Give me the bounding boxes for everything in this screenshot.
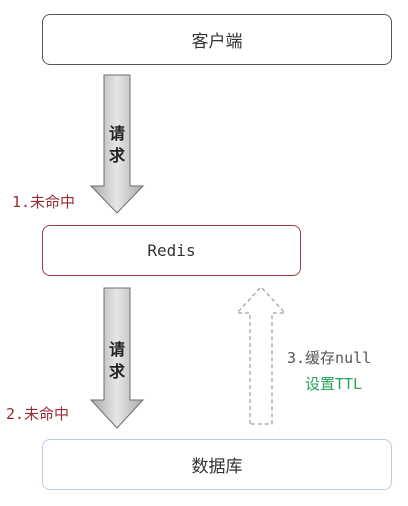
miss-2-note: 2.未命中 xyxy=(6,405,70,423)
redis-label: Redis xyxy=(147,241,196,260)
request-arrow-1 xyxy=(89,74,145,214)
request-arrow-1-label: 请求 xyxy=(108,124,125,165)
cache-null-arrow xyxy=(235,286,287,425)
cache-null-note: 3.缓存null xyxy=(287,349,372,367)
request-arrow-2 xyxy=(89,287,145,429)
client-node: 客户端 xyxy=(42,14,392,65)
database-label: 数据库 xyxy=(191,457,243,477)
miss-1-note: 1.未命中 xyxy=(12,193,76,211)
redis-node: Redis xyxy=(42,225,301,276)
database-node: 数据库 xyxy=(42,439,392,490)
request-arrow-2-label: 请求 xyxy=(108,340,125,381)
set-ttl-note: 设置TTL xyxy=(305,375,363,393)
client-label: 客户端 xyxy=(191,32,243,52)
